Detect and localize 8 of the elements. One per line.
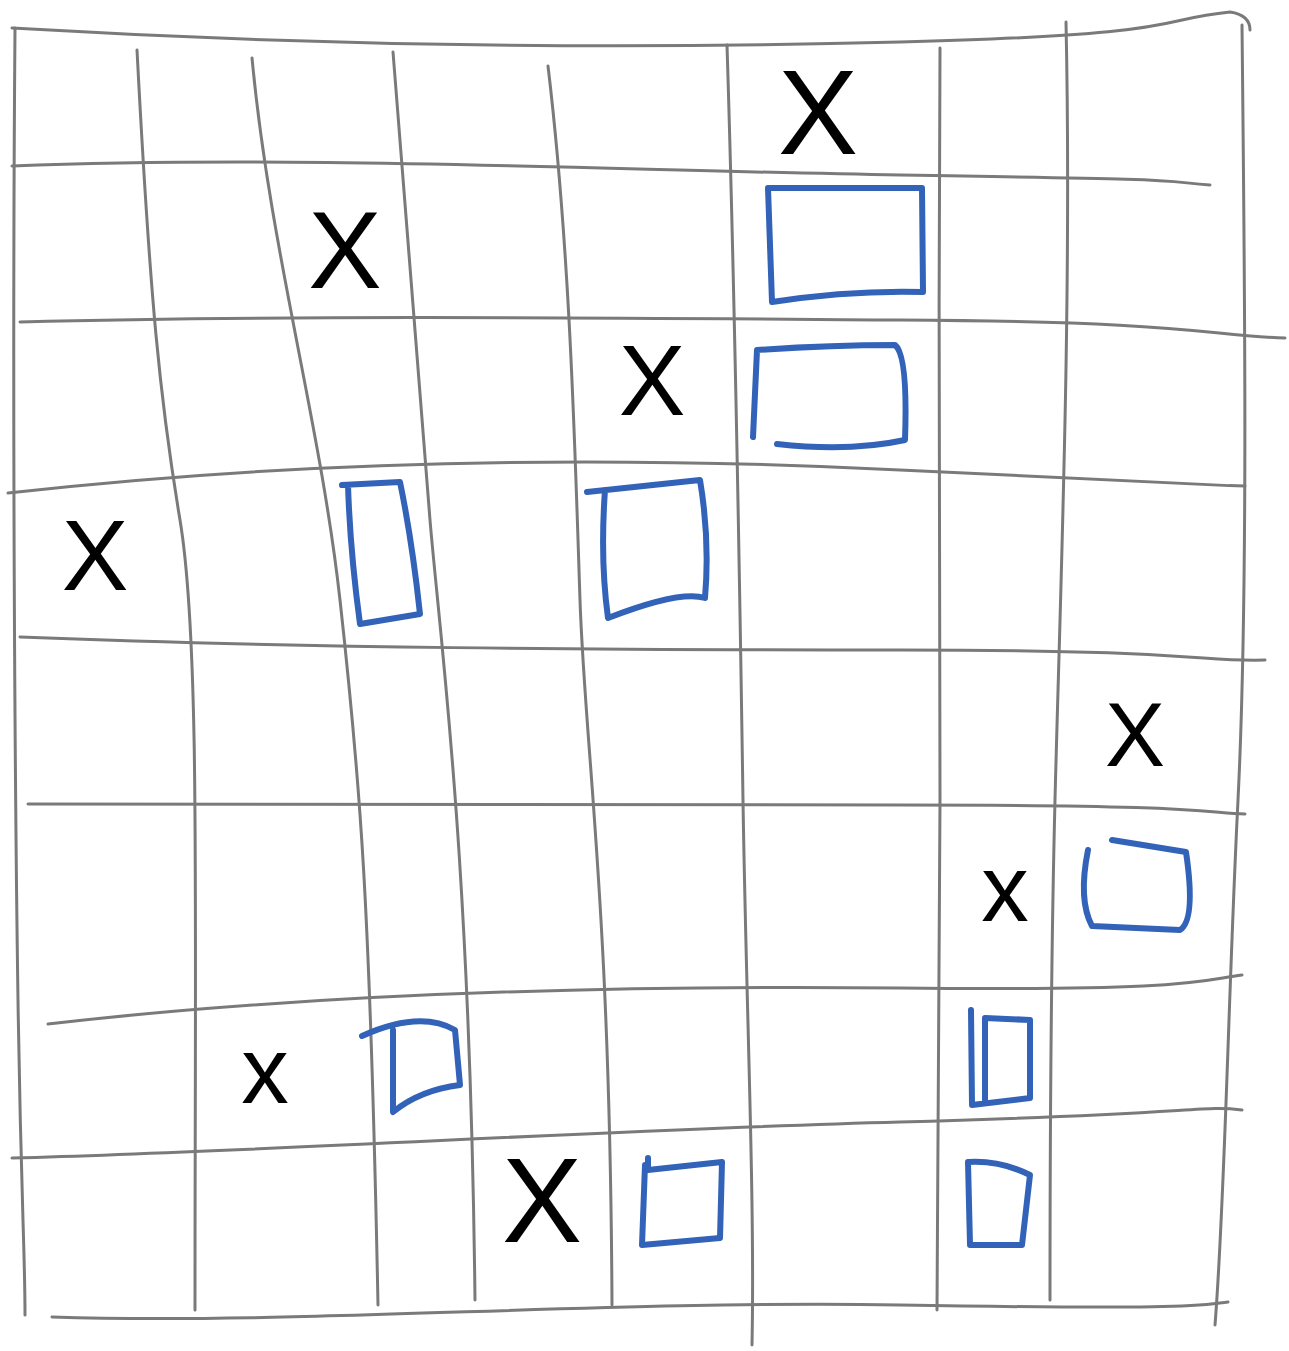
cross-mark: X — [308, 195, 382, 305]
cross-mark: X — [502, 1140, 582, 1260]
cross-mark: X — [618, 330, 686, 430]
cross-mark: X — [61, 505, 129, 605]
cross-mark: X — [778, 52, 858, 172]
cross-mark: x — [241, 1022, 289, 1118]
cross-mark: X — [1105, 690, 1165, 780]
cross-mark: x — [981, 840, 1029, 936]
